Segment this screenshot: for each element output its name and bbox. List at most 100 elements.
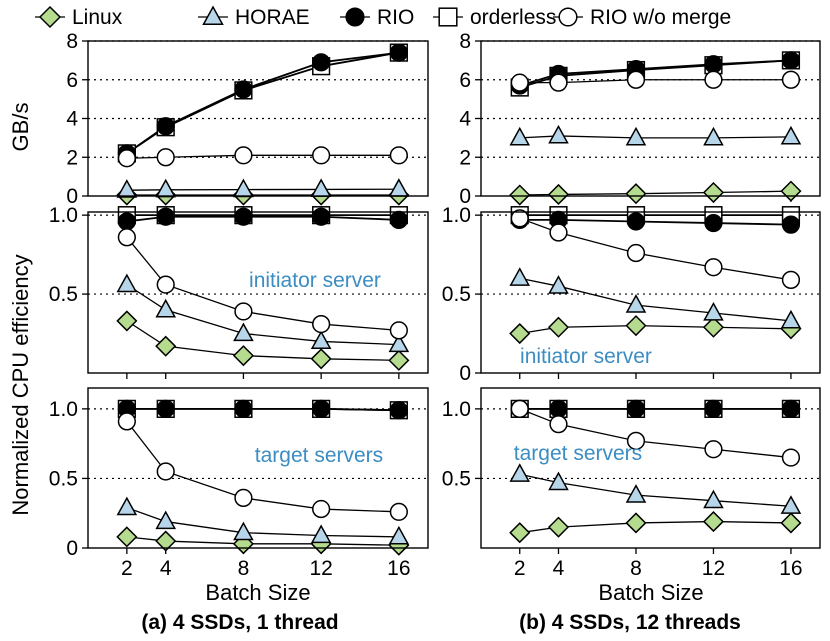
y-tick-label: 1.0: [442, 398, 471, 421]
y-tick-label: 4: [459, 108, 471, 131]
legend-label-rio-w-o-merge: RIO w/o merge: [590, 6, 731, 29]
point-linux: [547, 516, 570, 538]
point-horae: [155, 510, 177, 530]
point-rio: [781, 399, 801, 418]
panel-annotation: target servers: [514, 442, 642, 465]
x-tick-label: 8: [238, 557, 250, 580]
point-horae: [116, 273, 138, 293]
point-rio: [389, 43, 408, 62]
point-rio-w-o-merge: [389, 321, 408, 340]
point-linux: [547, 183, 570, 206]
point-horae: [233, 521, 254, 541]
x-tick-label: 12: [309, 557, 332, 580]
point-rio-w-o-merge: [626, 243, 646, 263]
point-horae: [509, 126, 531, 146]
point-horae: [625, 294, 647, 313]
point-rio-w-o-merge: [312, 314, 331, 334]
x-axis-label-left: Batch Size: [205, 580, 310, 605]
point-rio: [312, 207, 331, 226]
point-linux: [232, 345, 254, 367]
point-linux: [702, 511, 725, 533]
point-rio-w-o-merge: [781, 448, 801, 467]
point-rio-w-o-merge: [510, 73, 529, 92]
point-horae: [780, 309, 802, 329]
y-tick-label: 0.5: [49, 467, 78, 490]
point-rio: [389, 210, 408, 230]
legend-marker-rio-w-o-merge: [558, 7, 578, 27]
point-rio-w-o-merge: [389, 146, 408, 165]
y-tick-label: 1.0: [442, 204, 471, 227]
legend-marker-orderless: [438, 7, 458, 27]
point-horae: [155, 298, 177, 318]
legend-marker-horae: [202, 5, 224, 25]
point-rio-w-o-merge: [156, 462, 175, 481]
point-rio-w-o-merge: [234, 146, 253, 165]
point-rio: [234, 80, 253, 99]
point-rio-w-o-merge: [312, 499, 331, 519]
point-rio-w-o-merge: [510, 399, 529, 418]
point-rio-w-o-merge: [510, 209, 529, 228]
point-linux: [702, 316, 725, 338]
y-tick-label: 0: [459, 362, 471, 385]
point-rio: [156, 117, 175, 136]
plot-frame: [87, 211, 429, 374]
x-tick-label: 8: [630, 557, 642, 580]
legend-marker-linux: [38, 5, 62, 29]
point-rio: [704, 55, 723, 74]
point-rio-w-o-merge: [549, 73, 568, 92]
y-tick-label: 6: [459, 69, 471, 92]
point-rio-w-o-merge: [117, 412, 136, 431]
point-rio-w-o-merge: [117, 228, 136, 247]
point-rio-w-o-merge: [704, 70, 723, 89]
point-rio-w-o-merge: [781, 70, 801, 89]
legend-label-rio: RIO: [377, 6, 414, 29]
y-tick-label: 0: [66, 185, 78, 208]
y-tick-label: 2: [459, 146, 471, 169]
point-rio-w-o-merge: [626, 70, 646, 89]
point-horae: [233, 322, 254, 342]
legend-label-orderless: orderless: [470, 6, 556, 29]
point-rio: [234, 207, 253, 226]
point-horae: [703, 301, 724, 321]
y-tick-label: 0.5: [442, 283, 471, 306]
x-tick-label: 4: [553, 557, 565, 580]
legend-item-linux: Linux: [35, 5, 123, 29]
point-rio-w-o-merge: [234, 302, 253, 321]
panel-b-initiator: 0 0.5 1.0 initiator server: [442, 204, 821, 385]
y-tick-label: 0: [459, 185, 471, 208]
point-linux: [509, 522, 531, 544]
legend-label-horae: HORAE: [235, 6, 310, 29]
point-horae: [310, 524, 332, 544]
point-rio: [549, 399, 568, 418]
point-rio-w-o-merge: [704, 440, 723, 459]
y-tick-label: 1.0: [49, 398, 78, 421]
point-rio: [117, 212, 136, 231]
point-rio: [312, 399, 331, 418]
point-rio-w-o-merge: [156, 275, 175, 294]
point-linux: [780, 180, 802, 202]
point-linux: [388, 349, 410, 371]
y-tick-label: 6: [66, 69, 78, 92]
point-horae: [625, 484, 647, 503]
point-rio: [626, 212, 646, 231]
point-horae: [388, 333, 410, 353]
caption-right: (b) 4 SSDs, 12 threads: [519, 611, 741, 634]
point-rio: [781, 215, 801, 234]
legend-item-rio: RIO: [340, 6, 414, 29]
point-linux: [625, 315, 647, 337]
x-tick-label: 12: [702, 557, 725, 580]
point-rio: [781, 51, 801, 70]
plot-frame: [480, 211, 821, 374]
y-axis-label-throughput: GB/s: [8, 103, 33, 152]
point-linux: [625, 512, 647, 534]
panel-annotation: initiator server: [520, 345, 652, 368]
legend: Linux HORAE RIO orderless RIO w/o merge: [35, 5, 731, 29]
series-line-orderless: [126, 51, 400, 155]
